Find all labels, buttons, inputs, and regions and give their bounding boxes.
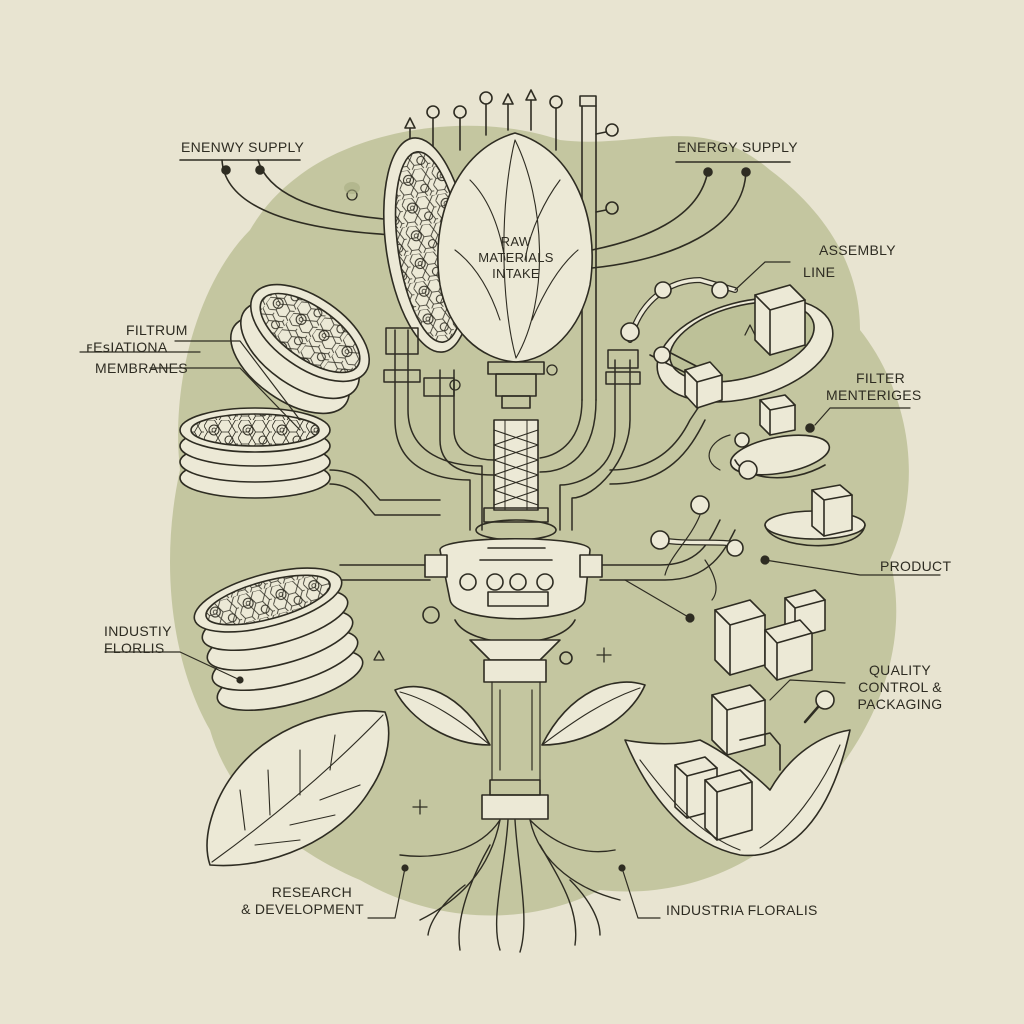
- label-filtrum-line-1: FILTRUM: [126, 322, 188, 338]
- assembly-boxes: [684, 284, 806, 409]
- energy-lines-right: [591, 161, 791, 269]
- label-raw-line-2: MATERIALS: [478, 250, 554, 265]
- right-stem-leaf: [541, 681, 646, 746]
- label-product: PRODUCT: [880, 558, 952, 574]
- label-energy-supply-right: ENERGY SUPPLY: [677, 139, 798, 155]
- big-left-leaf: [206, 710, 390, 867]
- energy-lines-left: [179, 159, 396, 236]
- label-industry-line-1: INDUSTIY: [104, 623, 172, 639]
- core-machine: [422, 537, 603, 820]
- label-quality-line-3: PACKAGING: [857, 696, 943, 712]
- label-membranes: MEMBRANES: [95, 360, 188, 376]
- lower-disc-stack: [193, 567, 364, 712]
- label-energy-supply-left: ENENWY SUPPLY: [181, 139, 305, 155]
- filter-bowl: [708, 394, 831, 480]
- label-research-line-2: & DEVELOPMENT: [241, 901, 364, 917]
- leader-lines: [79, 261, 941, 919]
- label-quality-line-2: CONTROL &: [858, 679, 942, 695]
- label-research: RESEARCH & DEVELOPMENT: [222, 884, 364, 918]
- label-line: LINE: [803, 264, 836, 280]
- central-column: [475, 361, 557, 541]
- pipes: [329, 327, 736, 581]
- roots: [399, 819, 621, 953]
- upper-disc-stack: [229, 283, 371, 415]
- label-filtrum: FILTRUM ꜰEꜱIATIONA: [86, 322, 188, 356]
- middle-disc-stack: [179, 407, 331, 499]
- label-filtrum-line-2: ꜰEꜱIATIONA: [86, 339, 168, 355]
- label-industria-floralis: INDUSTRIA FLORALIS: [666, 902, 818, 918]
- label-filter-menteriges: FILTER MENTERIGES: [826, 370, 922, 404]
- label-quality-control: QUALITY CONTROL & PACKAGING: [845, 662, 955, 713]
- label-assembly: ASSEMBLY: [819, 242, 896, 258]
- label-raw-line-3: INTAKE: [492, 266, 540, 281]
- label-filter-line-2: MENTERIGES: [826, 387, 922, 403]
- label-quality-line-1: QUALITY: [868, 662, 931, 678]
- label-industry-florlis: INDUSTIY FLORLIS: [104, 623, 172, 657]
- label-research-line-1: RESEARCH: [271, 884, 352, 900]
- label-raw-line-1: RAW: [500, 234, 532, 249]
- label-filter-line-1: FILTER: [856, 370, 905, 386]
- left-stem-leaf: [394, 685, 491, 746]
- product-plate: [650, 484, 866, 601]
- label-industry-line-2: FLORLIS: [104, 640, 165, 656]
- packaging-pod: [624, 690, 851, 857]
- label-raw-materials: RAW MATERIALS INTAKE: [472, 234, 560, 282]
